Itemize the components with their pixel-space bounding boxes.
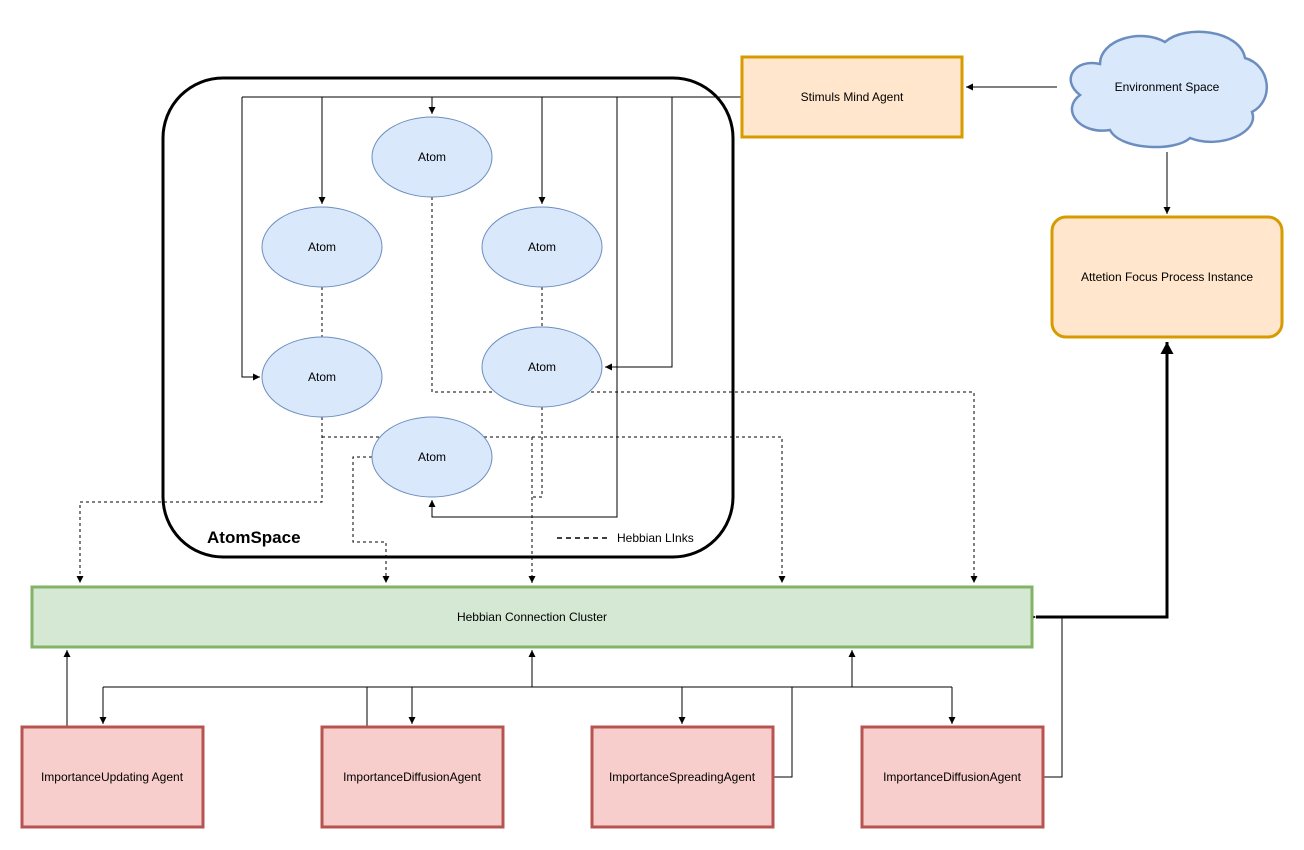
stimulus-mind-agent[interactable]: Stimuls Mind Agent: [740, 55, 964, 139]
atom-label: Atom: [308, 370, 336, 384]
agent-label: ImportanceUpdating Agent: [41, 770, 184, 784]
hebbian-connection-cluster[interactable]: Hebbian Connection Cluster: [30, 585, 1034, 649]
atomspace-container[interactable]: [161, 76, 735, 559]
hebbian-links: [76, 197, 978, 583]
cluster-label: Hebbian Connection Cluster: [457, 610, 607, 624]
atom[interactable]: Atom: [371, 116, 493, 198]
agent-label: ImportanceDiffusionAgent: [343, 770, 482, 784]
atom[interactable]: Atom: [481, 206, 603, 288]
atom[interactable]: Atom: [261, 336, 383, 418]
atom[interactable]: Atom: [481, 326, 603, 408]
atom-label: Atom: [528, 360, 556, 374]
atom[interactable]: Atom: [261, 206, 383, 288]
attention-focus-process[interactable]: Attetion Focus Process Instance: [1050, 215, 1284, 339]
legend-label: Hebbian LInks: [617, 531, 694, 545]
atom[interactable]: Atom: [371, 416, 493, 498]
attention-focus-label: Attetion Focus Process Instance: [1081, 270, 1253, 284]
agent-label: ImportanceDiffusionAgent: [883, 770, 1022, 784]
stimulus-links: [241, 96, 741, 518]
environment-space-cloud[interactable]: Environment Space: [1069, 30, 1268, 149]
atom-label: Atom: [528, 240, 556, 254]
atom-label: Atom: [308, 240, 336, 254]
cluster-attention-connector: [1024, 342, 1174, 624]
agent-label: ImportanceSpreadingAgent: [609, 770, 756, 784]
atomspace-title: AtomSpace: [207, 528, 301, 547]
agent-importance-diffusion[interactable]: ImportanceDiffusionAgent: [860, 725, 1045, 829]
atom-label: Atom: [418, 450, 446, 464]
agent-importance-spreading[interactable]: ImportanceSpreadingAgent: [590, 725, 775, 829]
atom-label: Atom: [418, 150, 446, 164]
agent-links: [63, 616, 1063, 778]
agent-importance-diffusion[interactable]: ImportanceDiffusionAgent: [320, 725, 505, 829]
environment-space-label: Environment Space: [1115, 80, 1220, 94]
agent-importance-updating[interactable]: ImportanceUpdating Agent: [20, 725, 205, 829]
stimulus-mind-agent-label: Stimuls Mind Agent: [801, 90, 904, 104]
